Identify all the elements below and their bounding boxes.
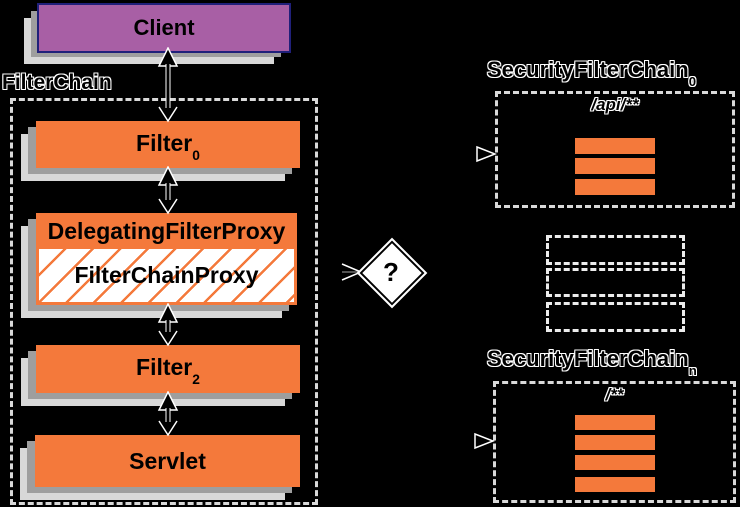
chain0-filter-bar [575,158,655,174]
chain0-filter-bar [575,179,655,195]
filter2-subscript: 2 [192,372,200,388]
ellipsis-chain-box [546,235,685,265]
client-label: Client [133,15,195,40]
security-filter-chain0-box [495,91,735,208]
filter0-box: Filter0 [36,121,300,168]
client-box: Client [37,3,291,53]
servlet-label: Servlet [129,447,206,474]
filter-chain-label: FilterChain [2,71,112,94]
chain0-subscript: 0 [688,73,697,89]
chainN-filter-bar [575,455,655,470]
filter2-servlet-arrow-icon [157,391,179,437]
security-filter-chainN-box [493,381,736,503]
chainN-filter-bar [575,415,655,430]
filter-chain-boundary [10,98,318,505]
filter2-box: Filter2 [36,345,300,393]
client-filter0-arrow-icon [157,47,179,123]
filter0-subscript: 0 [192,147,200,163]
decision-diamond: ? [356,237,428,309]
chainN-filter-bar [575,435,655,450]
decision-label: ? [383,256,399,287]
ellipsis-chain-box [546,302,685,332]
delegating-filter-proxy-label: DelegatingFilterProxy [47,217,286,244]
chainN-subscript: n [688,362,697,378]
delegating-filter-proxy-box: DelegatingFilterProxy FilterChainProxy [36,213,297,305]
filter0-delegating-arrow-icon [157,166,179,215]
security-filter-chainN-title: SecurityFilterChainn [487,346,697,378]
delegating-filter2-arrow-icon [157,303,179,347]
chainN-filter-bar [575,477,655,492]
filter-chain-proxy-box: FilterChainProxy [39,249,294,302]
filter2-label: Filter2 [136,354,200,388]
chainN-match-arrowhead-icon [474,432,495,450]
filter-chain-proxy-label: FilterChainProxy [74,262,259,288]
chain0-url-pattern: /api/** [591,95,639,114]
ellipsis-chain-box [546,268,685,297]
chain0-filter-bar [575,138,655,154]
filter0-label: Filter0 [136,129,200,163]
chain0-match-arrowhead-icon [476,145,497,163]
security-filter-chain0-title: SecurityFilterChain0 [487,57,697,89]
chainN-url-pattern: /** [605,385,624,404]
servlet-box: Servlet [35,435,300,487]
